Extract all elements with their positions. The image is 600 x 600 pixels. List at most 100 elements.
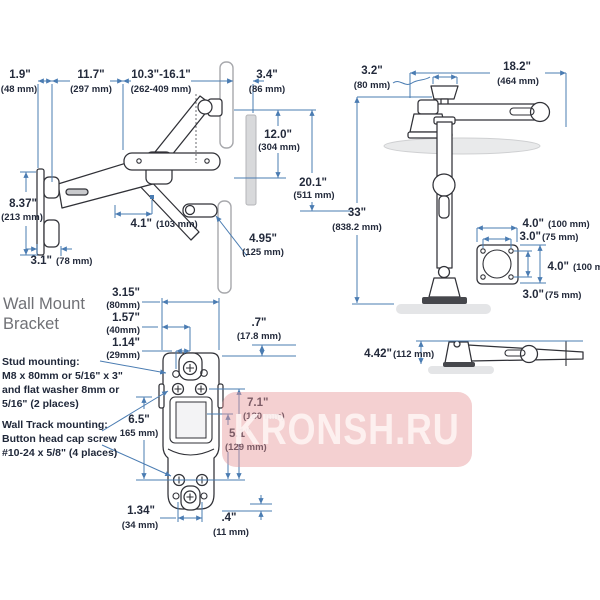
tray-edge bbox=[430, 85, 459, 100]
mount-pivot-lower bbox=[184, 204, 196, 216]
vesa-hole-tr bbox=[508, 248, 514, 254]
dim-arm-span-in: 18.2" bbox=[503, 61, 531, 73]
dim-plate-depth-in: 3.1" bbox=[31, 255, 52, 267]
dim-track-span-in: 6.5" bbox=[128, 414, 149, 426]
recess-window bbox=[175, 401, 207, 439]
dim-vesa-inner-width-in: 3.0" bbox=[520, 231, 541, 243]
stud-hole-right bbox=[200, 369, 208, 377]
dim-monitor-depth-mm: (86 mm) bbox=[249, 84, 285, 95]
dim-bottom-inset-mm: (11 mm) bbox=[213, 527, 249, 538]
dim-screw-span-mm: (180 mm) bbox=[243, 411, 285, 422]
bracket-ear-right bbox=[217, 383, 224, 409]
mount-pivot-upper bbox=[197, 99, 213, 115]
arm-slot bbox=[65, 188, 89, 196]
base-clamp bbox=[428, 277, 461, 298]
wall-plate-bottom-lobe bbox=[43, 219, 60, 248]
dim-track-span-mm: 165 mm) bbox=[120, 428, 159, 439]
bottom-hole-right bbox=[200, 492, 208, 500]
shoulder-curve bbox=[167, 448, 215, 456]
dim-lift-range-mm: (304 mm) bbox=[258, 142, 300, 153]
dim-top-inset-mm: (17.8 mm) bbox=[237, 331, 281, 342]
forearm-screw-left bbox=[136, 158, 142, 164]
dim-wall-offset-mm: (48 mm) bbox=[1, 84, 37, 95]
recess-outline bbox=[169, 396, 213, 444]
dim-overall-height-mm: (511 mm) bbox=[293, 190, 334, 201]
dim-vesa-outer-height-in: 4.0" bbox=[548, 261, 569, 273]
dim-folded-height-mm: (112 mm) bbox=[393, 349, 434, 360]
dim-column-height-in: 33" bbox=[348, 207, 366, 219]
dim-wall-offset-in: 1.9" bbox=[9, 69, 30, 81]
dim-screw-span-in: 7.1" bbox=[247, 397, 268, 409]
stud-note-line4: 5/16" (2 places) bbox=[2, 398, 79, 410]
dim-vesa-outer-width-in: 4.0" bbox=[523, 218, 544, 230]
dim-vesa-inner-height-mm: (75 mm) bbox=[545, 290, 581, 301]
dim-vesa-inner-height-in: 3.0" bbox=[523, 289, 544, 301]
dim-lower-reach-mm: (125 mm) bbox=[242, 247, 284, 258]
front-view-dimensions bbox=[352, 70, 567, 305]
forearm bbox=[123, 152, 221, 171]
dim-elbow-offset-in: 4.1" bbox=[131, 218, 152, 230]
bracket-heading-line2: Bracket bbox=[3, 315, 59, 333]
folded-clamp-knob bbox=[453, 340, 461, 348]
dim-extension-range-mm: (262-409 mm) bbox=[131, 84, 192, 95]
bracket-heading-line1: Wall Mount bbox=[3, 295, 85, 313]
front-view-labels: 3.2" (80 mm) 18.2" (464 mm) 33" (838.2 m… bbox=[332, 61, 600, 301]
dim-overall-height-in: 20.1" bbox=[299, 177, 327, 189]
dim-vesa-outer-width-mm: (100 mm) bbox=[548, 219, 590, 230]
dim-center-offset-in: 1.57" bbox=[112, 312, 140, 324]
dim-folded-height-in: 4.42" bbox=[364, 348, 392, 360]
bracket-view-drawing bbox=[158, 352, 224, 511]
worksurface-edge bbox=[383, 137, 541, 155]
dim-vesa-outer-height-mm: (100 mm) bbox=[573, 262, 600, 273]
folded-view-dimensions bbox=[416, 340, 583, 364]
forearm-screw-right bbox=[204, 158, 210, 164]
dim-tray-depth-mm: (80 mm) bbox=[354, 80, 390, 91]
dim-elbow-offset-mm: (103 mm) bbox=[156, 219, 198, 230]
dim-lift-range-in: 12.0" bbox=[264, 129, 292, 141]
dim-center-offset-mm: (40mm) bbox=[106, 325, 140, 336]
bracket-view-dimensions bbox=[99, 298, 296, 522]
arm-end-joint bbox=[529, 101, 551, 123]
dim-arm-length-mm: (297 mm) bbox=[70, 84, 112, 95]
dim-monitor-depth-in: 3.4" bbox=[256, 69, 277, 81]
dim-bottom-inset-in: .4" bbox=[221, 512, 236, 524]
dim-vesa-inner-width-mm: (75 mm) bbox=[542, 232, 578, 243]
dim-extension-range-in: 10.3"-16.1" bbox=[131, 69, 191, 81]
side-view-drawing bbox=[36, 61, 257, 294]
track-note-line2: Button head cap screw bbox=[2, 433, 118, 445]
pole-joint bbox=[432, 173, 456, 197]
stud-note-line1: Stud mounting: bbox=[2, 356, 80, 368]
arm-slot-front bbox=[509, 107, 535, 116]
dim-plate-depth-mm: (78 mm) bbox=[56, 256, 92, 267]
monitor-lower-position bbox=[217, 200, 232, 294]
folded-view-drawing bbox=[428, 340, 584, 374]
stud-note-line3: and flat washer 8mm or bbox=[2, 384, 119, 396]
dim-bottom-hole-span-mm: (34 mm) bbox=[122, 520, 158, 531]
dim-column-height-mm: (838.2 mm) bbox=[332, 222, 382, 233]
clamp-head bbox=[417, 99, 439, 115]
wall-plate-side bbox=[36, 168, 45, 256]
vesa-hole-bl bbox=[480, 274, 486, 280]
wall-track bbox=[245, 114, 257, 206]
dim-hole-offset-mm: (29mm) bbox=[106, 350, 140, 361]
lower-pivot bbox=[437, 265, 451, 279]
folded-arm-slot bbox=[504, 349, 526, 357]
bottom-hole-left bbox=[172, 492, 180, 500]
dim-bottom-hole-span-in: 1.34" bbox=[127, 505, 155, 517]
front-view-drawing bbox=[383, 85, 551, 314]
dim-top-inset-in: .7" bbox=[251, 317, 266, 329]
stud-note-line2: M8 x 80mm or 5/16" x 3" bbox=[2, 370, 123, 382]
dim-lower-reach-in: 4.95" bbox=[249, 233, 277, 245]
side-view-dimensions bbox=[20, 78, 352, 257]
dim-inner-span-in: 5.1" bbox=[229, 428, 250, 440]
dim-arm-length-in: 11.7" bbox=[77, 69, 104, 81]
dim-bracket-width-in: 3.15" bbox=[112, 287, 140, 299]
stud-hole-left bbox=[172, 370, 180, 378]
side-view-labels: 1.9" (48 mm) 11.7" (297 mm) 10.3"-16.1" … bbox=[1, 69, 335, 267]
bracket-view-labels: Wall Mount Bracket Stud mounting: M8 x 8… bbox=[2, 287, 285, 538]
dim-bracket-width-mm: (80mm) bbox=[106, 300, 140, 311]
dim-arm-span-mm: (464 mm) bbox=[497, 76, 539, 87]
vesa-hole-br bbox=[508, 274, 514, 280]
